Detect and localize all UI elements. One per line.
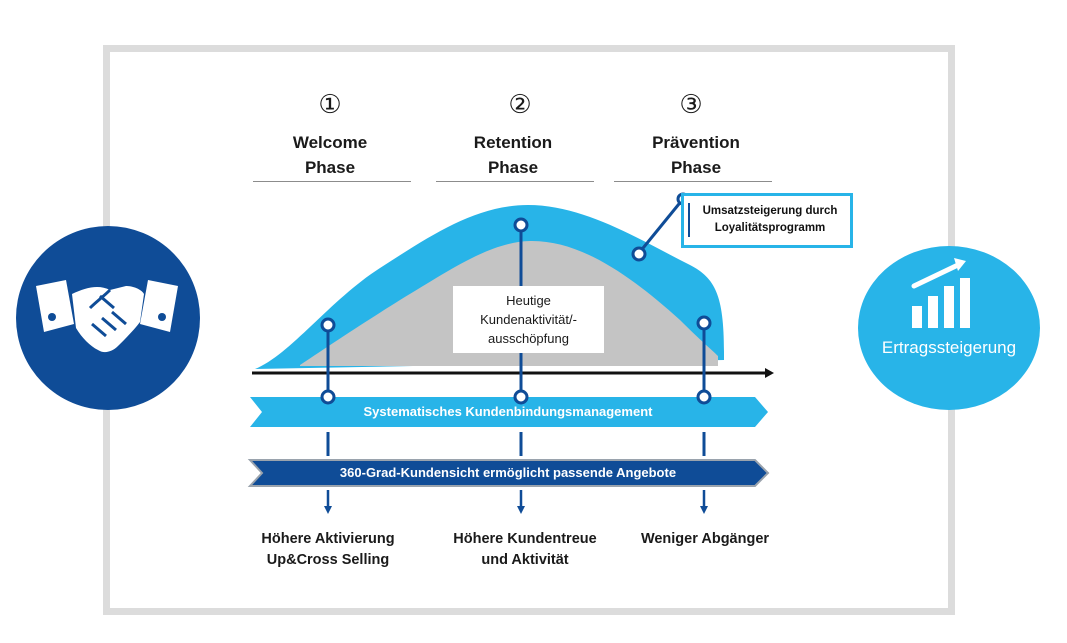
phase-title-prevention: Prävention Phase — [652, 133, 740, 177]
phase-number-welcome: ① — [318, 90, 342, 120]
kundenbindung-label: Systematisches Kundenbindungsmanagement — [363, 404, 653, 419]
ertragssteigerung-label: Ertragssteigerung — [881, 338, 1017, 357]
phase-divider-retention — [436, 181, 594, 182]
timeline-arrowhead — [765, 368, 774, 378]
loyalty-callout-box: Umsatzsteigerung durch Loyalitätsprogram… — [681, 193, 853, 248]
phase-number-retention: ② — [508, 90, 532, 120]
kundensicht-arrow — [247, 459, 770, 487]
kundenbindung-arrow — [250, 397, 768, 427]
retention-axis-dot — [513, 389, 529, 405]
phase-divider-welcome — [253, 181, 411, 182]
activity-info-box: Heutige Kundenaktivität/- ausschöpfung — [453, 286, 604, 353]
outcome-welcome: Höhere Aktivierung Up&Cross Selling — [261, 531, 395, 568]
phase-title-retention: Retention Phase — [473, 133, 553, 177]
outcome-retention: Höhere Kundentreue und Aktivität — [453, 531, 597, 568]
phase-number-prevention: ③ — [679, 90, 703, 120]
handshake-icon — [36, 280, 178, 353]
callout-curve-dot — [631, 246, 647, 262]
phase-title-welcome: Welcome Phase — [292, 133, 368, 177]
outcome-prevention: Weniger Abgänger — [640, 531, 770, 547]
kundensicht-label: 360-Grad-Kundensicht ermöglicht passende… — [339, 465, 677, 480]
welcome-curve-dot — [320, 317, 336, 333]
outcome-down-arrows — [324, 490, 708, 514]
prevention-curve-dot — [696, 315, 712, 331]
callout-connector — [637, 198, 685, 254]
retention-curve-dot — [513, 217, 529, 233]
prevention-axis-dot — [696, 389, 712, 405]
phase-divider-prevention — [614, 181, 772, 182]
welcome-axis-dot — [320, 389, 336, 405]
growth-chart-icon — [911, 258, 970, 328]
